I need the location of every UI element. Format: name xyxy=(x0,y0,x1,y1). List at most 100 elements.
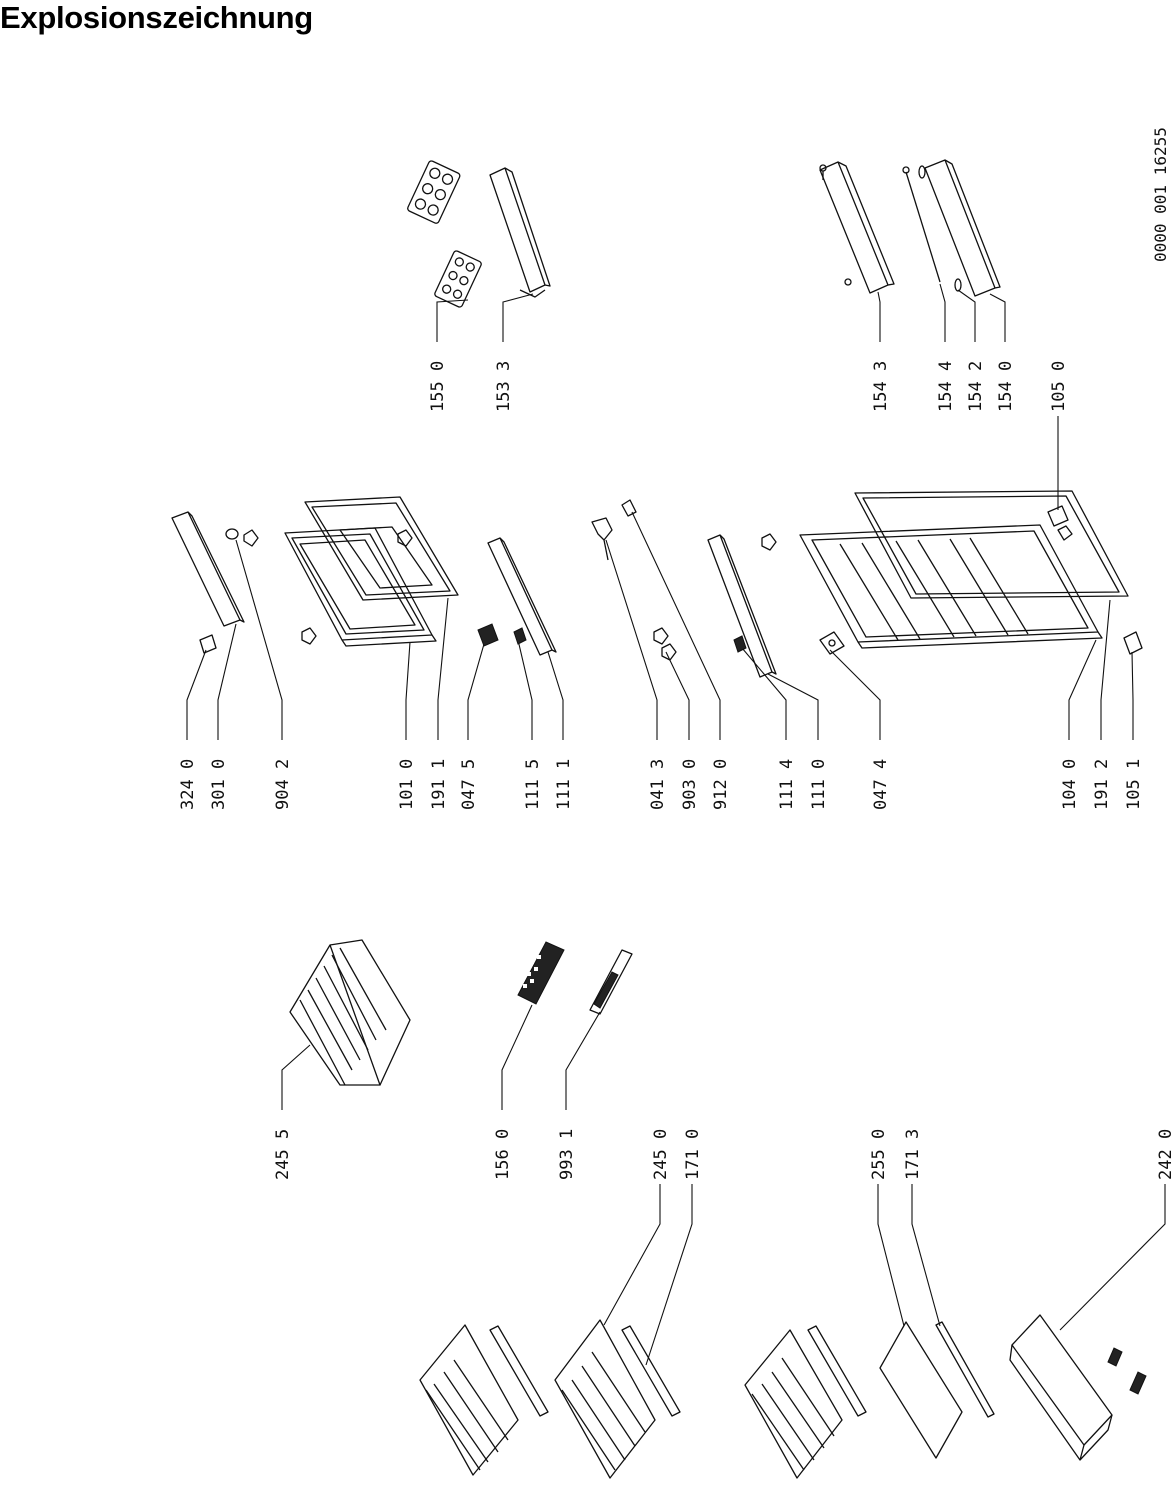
pin-icon xyxy=(513,627,527,645)
document-number: 0000 001 16255 xyxy=(1151,127,1170,262)
leader-line xyxy=(405,641,411,740)
leader-line xyxy=(957,289,976,342)
part-label: 191 2 xyxy=(1092,759,1112,810)
part-label: 171 0 xyxy=(683,1129,703,1180)
wire-shelf-icon xyxy=(554,1319,656,1479)
hinge-icon xyxy=(1123,631,1143,655)
part-label: 111 4 xyxy=(777,759,797,810)
handle-icon xyxy=(487,537,557,656)
part-label: 156 0 xyxy=(493,1129,513,1180)
clip-icon xyxy=(918,165,962,292)
hinge-icon xyxy=(477,623,499,647)
door-panel-icon xyxy=(799,524,1103,649)
leader-line xyxy=(1100,599,1111,740)
egg-tray-icon xyxy=(407,160,482,308)
part-label: 154 4 xyxy=(936,361,956,412)
part-label: 993 1 xyxy=(557,1129,577,1180)
leader-line xyxy=(741,647,787,740)
leader-line xyxy=(547,651,564,740)
shelf-trim-icon xyxy=(935,1321,995,1418)
part-label: 154 2 xyxy=(966,361,986,412)
wire-basket-icon xyxy=(289,939,411,1086)
part-label: 245 0 xyxy=(651,1129,671,1180)
part-label: 324 0 xyxy=(178,759,198,810)
part-label: 301 0 xyxy=(209,759,229,810)
part-label: 171 3 xyxy=(903,1129,923,1180)
leader-line xyxy=(603,1184,661,1326)
pin-icon xyxy=(621,499,637,517)
door-shelf-icon xyxy=(489,167,551,298)
part-label: 101 0 xyxy=(397,759,417,810)
leader-line xyxy=(631,511,721,740)
page-title: Explosionszeichnung xyxy=(0,0,313,35)
leader-line xyxy=(235,539,283,740)
leader-line xyxy=(877,291,881,342)
part-label: 191 1 xyxy=(429,759,449,810)
door-shelf-icon xyxy=(819,161,895,294)
leader-line xyxy=(281,1044,311,1110)
door-shelf-icon xyxy=(924,159,1001,297)
part-label: 111 1 xyxy=(554,759,574,810)
part-label: 041 3 xyxy=(648,759,668,810)
leader-line xyxy=(517,639,533,740)
part-label: 047 4 xyxy=(871,759,891,810)
part-label: 903 0 xyxy=(680,759,700,810)
ice-tray-icon xyxy=(517,941,565,1005)
leader-line xyxy=(1068,639,1097,740)
part-label: 111 0 xyxy=(809,759,829,810)
handle-icon xyxy=(707,534,777,678)
hinge-cover-icon xyxy=(819,631,845,655)
part-label: 104 0 xyxy=(1060,759,1080,810)
leader-line xyxy=(467,643,485,740)
gasket-icon xyxy=(304,496,459,601)
part-label: 154 0 xyxy=(996,361,1016,412)
leader-line xyxy=(437,597,449,740)
part-label: 242 0 xyxy=(1156,1129,1172,1180)
leader-line xyxy=(911,1184,941,1327)
part-label: 105 0 xyxy=(1049,361,1069,412)
screw-icon xyxy=(225,528,413,645)
leader-line xyxy=(186,649,207,740)
scraper-icon xyxy=(589,949,633,1015)
gasket-icon xyxy=(854,490,1129,599)
leader-line xyxy=(501,1004,533,1110)
leader-line xyxy=(877,1184,905,1327)
leader-line xyxy=(939,283,946,342)
leader-line xyxy=(217,623,237,740)
wire-shelf-icon xyxy=(419,1324,519,1476)
wire-shelf-icon xyxy=(744,1329,843,1479)
part-label: 154 3 xyxy=(871,361,891,412)
screw-icon xyxy=(761,533,777,551)
part-label: 153 3 xyxy=(494,361,514,412)
part-label: 255 0 xyxy=(869,1129,889,1180)
shelf-trim-icon xyxy=(489,1325,867,1417)
leader-line xyxy=(1131,651,1134,740)
part-label: 245 5 xyxy=(273,1129,293,1180)
leader-line xyxy=(665,651,690,740)
hinge-icon xyxy=(591,517,613,561)
leader-line xyxy=(1059,1184,1166,1331)
leader-line xyxy=(829,649,881,740)
part-label: 155 0 xyxy=(428,361,448,412)
rod-icon xyxy=(902,166,941,283)
glass-shelf-icon xyxy=(879,1321,963,1459)
part-label: 105 1 xyxy=(1124,759,1144,810)
crisper-drawer-icon xyxy=(1009,1314,1147,1461)
leader-line xyxy=(645,1184,693,1366)
part-label: 904 2 xyxy=(273,759,293,810)
leader-line xyxy=(565,1011,601,1110)
pin-icon xyxy=(733,635,747,653)
hinge-icon xyxy=(1047,505,1073,541)
plate-icon xyxy=(199,634,217,654)
leader-line xyxy=(605,539,658,740)
screw-icon xyxy=(653,627,677,661)
part-label: 047 5 xyxy=(459,759,479,810)
part-label: 912 0 xyxy=(711,759,731,810)
bar-icon xyxy=(171,511,245,627)
leader-line xyxy=(436,299,469,342)
part-label: 111 5 xyxy=(523,759,543,810)
leader-line xyxy=(989,293,1006,342)
leader-line xyxy=(767,673,819,740)
leader-line xyxy=(502,293,534,342)
